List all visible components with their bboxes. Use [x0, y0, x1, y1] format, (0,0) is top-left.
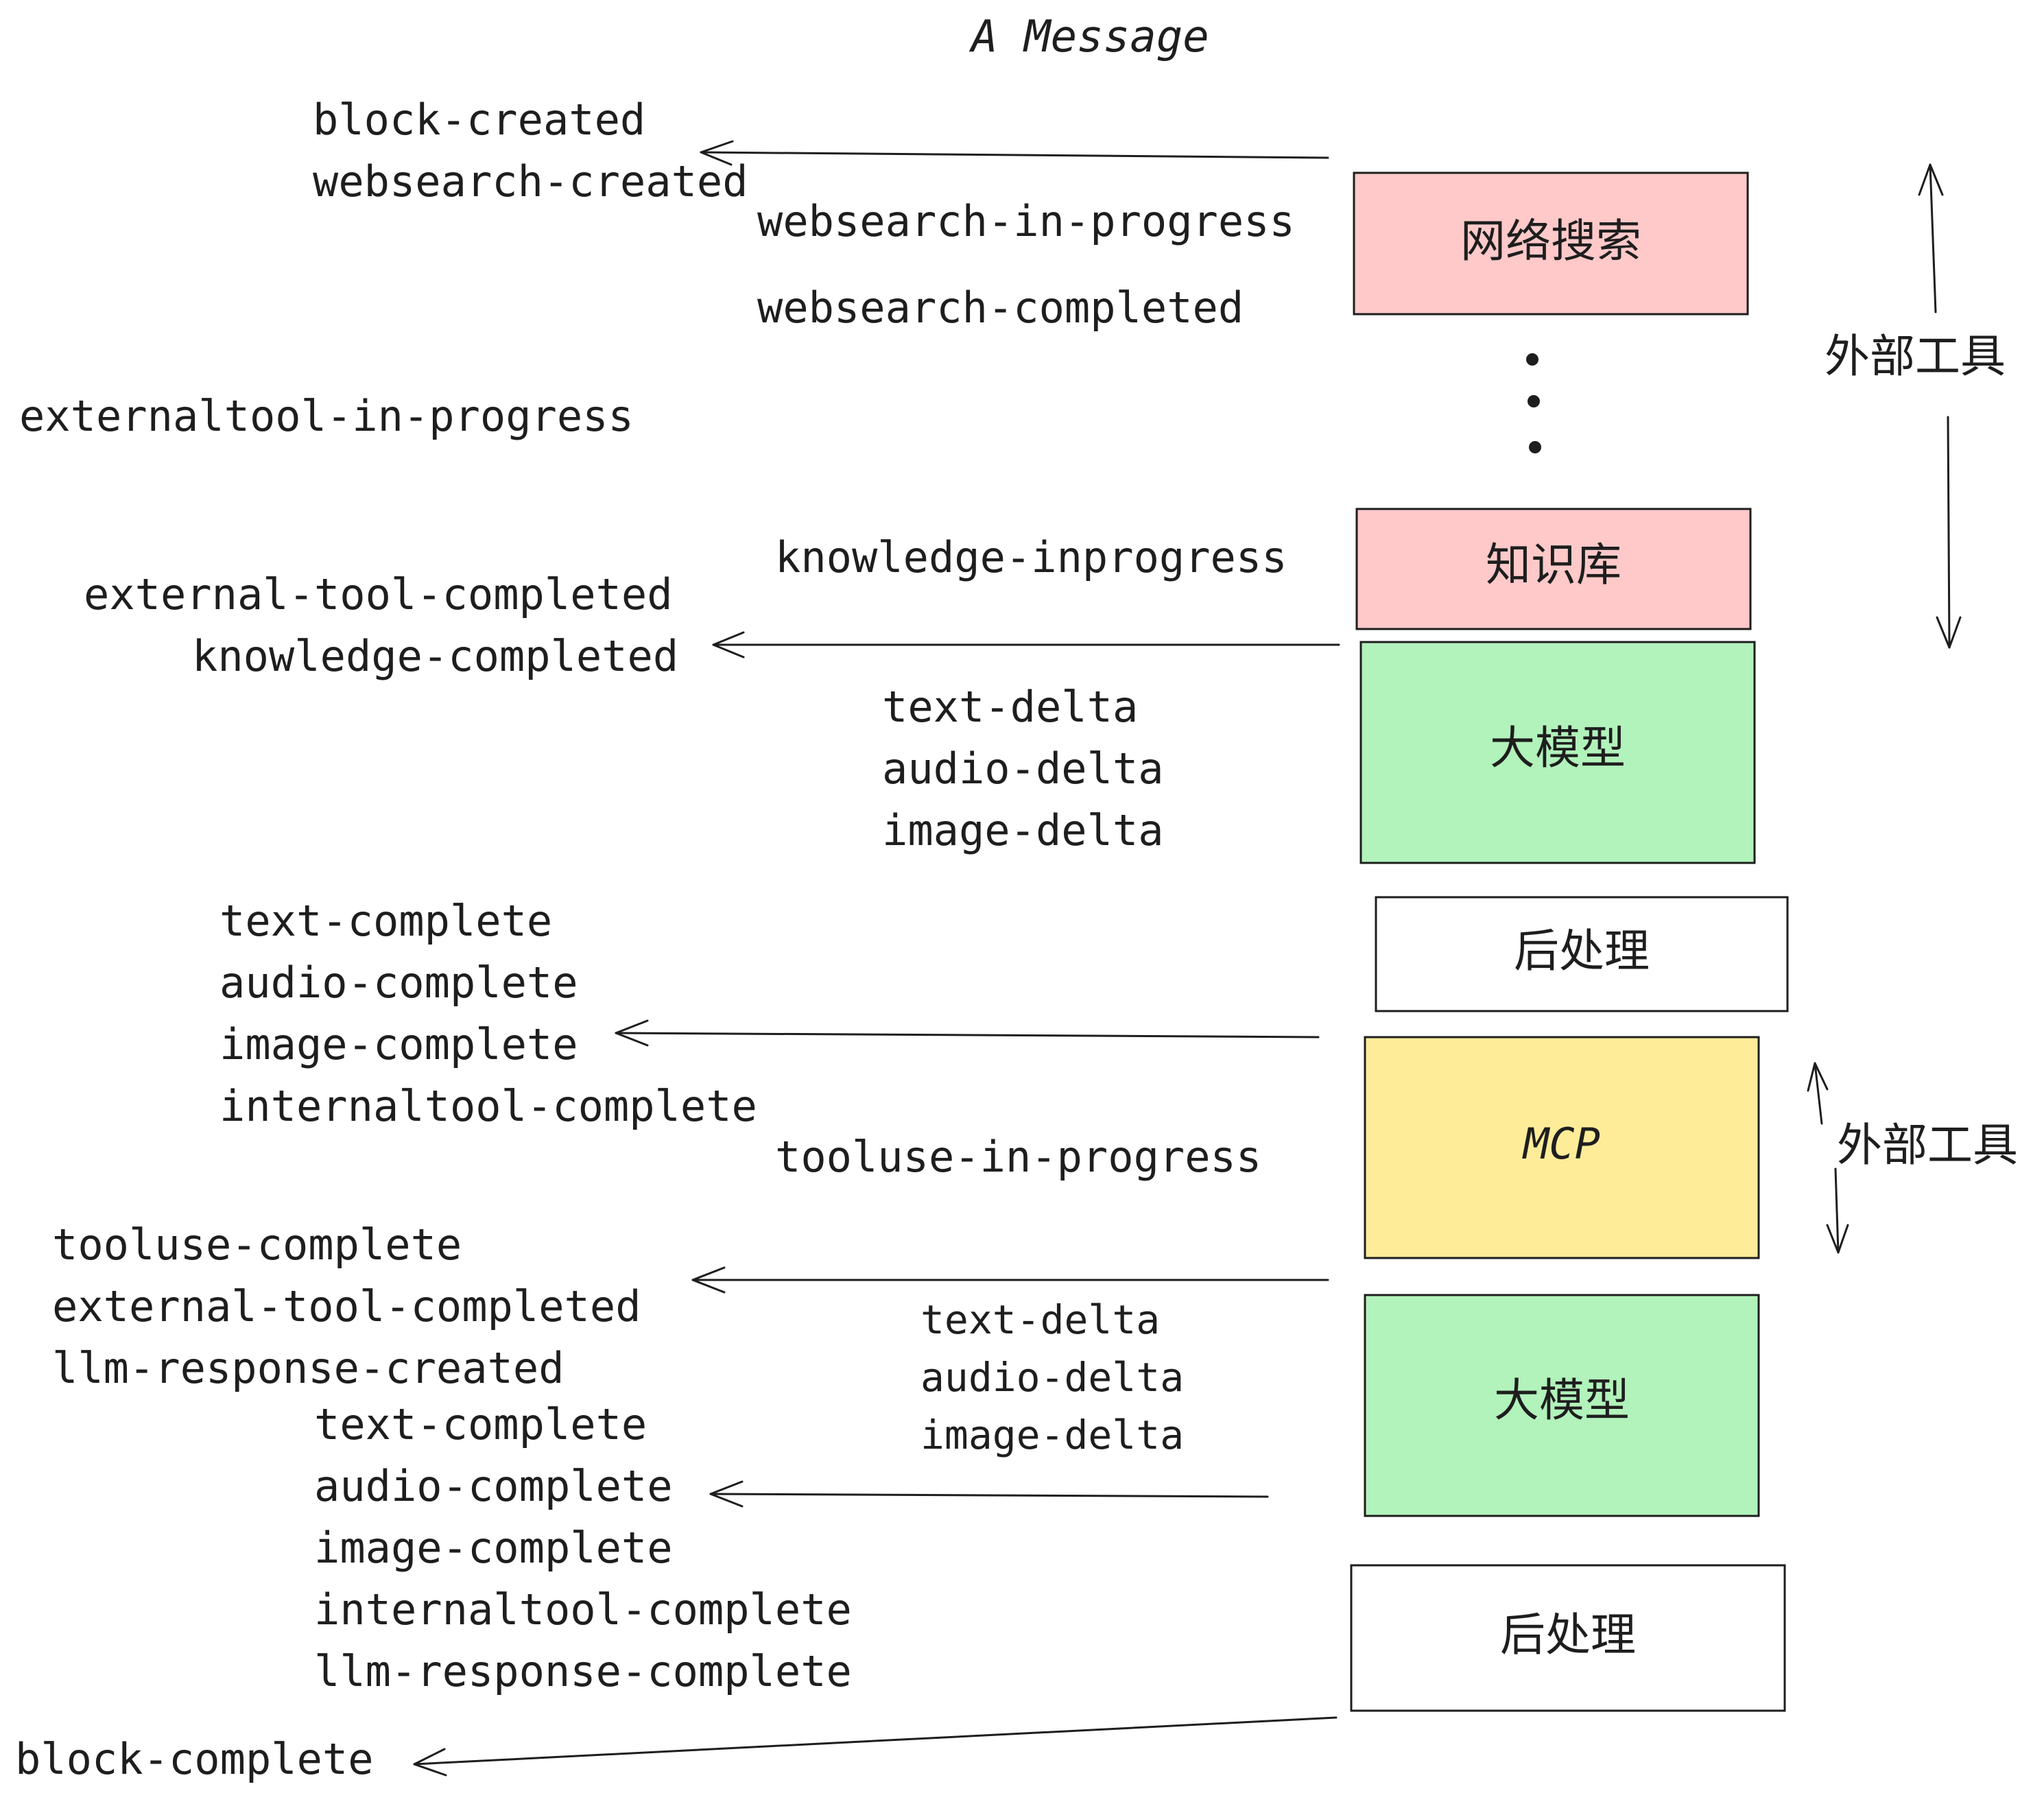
list-item: external-tool-completed — [52, 1281, 641, 1331]
knowledge-base-box: 知识库 — [1355, 508, 1752, 630]
list-item: image-complete — [314, 1523, 673, 1573]
arrow-block-complete — [413, 1716, 1338, 1777]
list-item: llm-response-created — [52, 1343, 565, 1393]
event-externaltool-in-progress: externaltool-in-progress — [19, 391, 634, 441]
mcp-box: MCP — [1364, 1036, 1760, 1259]
llm-box-2: 大模型 — [1364, 1294, 1760, 1517]
event-websearch-created: websearch-created — [313, 156, 748, 206]
list-item: text-complete — [314, 1399, 647, 1449]
event-tooluse-in-progress: tooluse-in-progress — [775, 1132, 1261, 1182]
event-knowledge-completed: knowledge-completed — [192, 631, 678, 681]
event-knowledge-inprogress: knowledge-inprogress — [775, 532, 1287, 582]
list-item: internaltool-complete — [219, 1081, 757, 1131]
external-tools-arrows-2 — [1807, 1062, 1849, 1254]
list-item: tooluse-complete — [52, 1220, 462, 1270]
external-tools-label-2: 外部工具 — [1837, 1119, 2018, 1172]
mcp-label: MCP — [1522, 1119, 1600, 1169]
external-tools-label-1: 外部工具 — [1825, 330, 2006, 383]
delta-group-1: text-delta audio-delta image-delta — [882, 682, 1164, 855]
complete-group-1: text-complete audio-complete image-compl… — [219, 896, 757, 1131]
list-item: image-delta — [882, 805, 1164, 855]
complete-group-2: text-complete audio-complete image-compl… — [314, 1399, 852, 1696]
event-block-created: block-created — [313, 95, 645, 145]
list-item: audio-delta — [920, 1354, 1184, 1401]
llm-label-1: 大模型 — [1490, 722, 1626, 774]
post-processing-box-1: 后处理 — [1375, 896, 1789, 1012]
ellipsis-dots — [1526, 353, 1541, 453]
event-block-complete: block-complete — [15, 1734, 374, 1784]
post-processing-box-2: 后处理 — [1350, 1564, 1786, 1712]
list-item: audio-complete — [219, 958, 578, 1008]
tool-group: tooluse-complete external-tool-completed… — [52, 1220, 641, 1393]
web-search-box: 网络搜索 — [1353, 171, 1749, 316]
external-tools-arrows-1 — [1918, 163, 1962, 649]
event-websearch-completed: websearch-completed — [757, 283, 1244, 333]
post-processing-label-2: 后处理 — [1500, 1609, 1636, 1661]
knowledge-base-label: 知识库 — [1486, 538, 1621, 591]
list-item: internaltool-complete — [314, 1585, 852, 1635]
event-external-tool-completed: external-tool-completed — [84, 569, 673, 619]
delta-group-2: text-delta audio-delta image-delta — [920, 1296, 1184, 1458]
event-websearch-in-progress: websearch-in-progress — [757, 196, 1295, 246]
arrow-block-created — [700, 140, 1329, 166]
post-processing-label-1: 后处理 — [1514, 925, 1650, 977]
web-search-label: 网络搜索 — [1460, 215, 1641, 268]
list-item: image-complete — [219, 1019, 578, 1069]
list-item: text-delta — [882, 682, 1138, 732]
list-item: text-delta — [920, 1296, 1160, 1343]
list-item: image-delta — [920, 1412, 1184, 1458]
llm-box-1: 大模型 — [1359, 641, 1756, 864]
list-item: llm-response-complete — [314, 1646, 852, 1696]
arrow-complete-group-2 — [709, 1480, 1269, 1508]
arrow-complete-group-1 — [615, 1019, 1320, 1047]
list-item: audio-delta — [882, 744, 1164, 794]
arrow-knowledge-completed — [712, 631, 1340, 658]
diagram-title: A Message — [968, 12, 1209, 62]
list-item: text-complete — [219, 896, 552, 946]
llm-label-2: 大模型 — [1494, 1374, 1630, 1427]
list-item: audio-complete — [314, 1461, 673, 1511]
arrow-tool-group — [691, 1266, 1329, 1294]
